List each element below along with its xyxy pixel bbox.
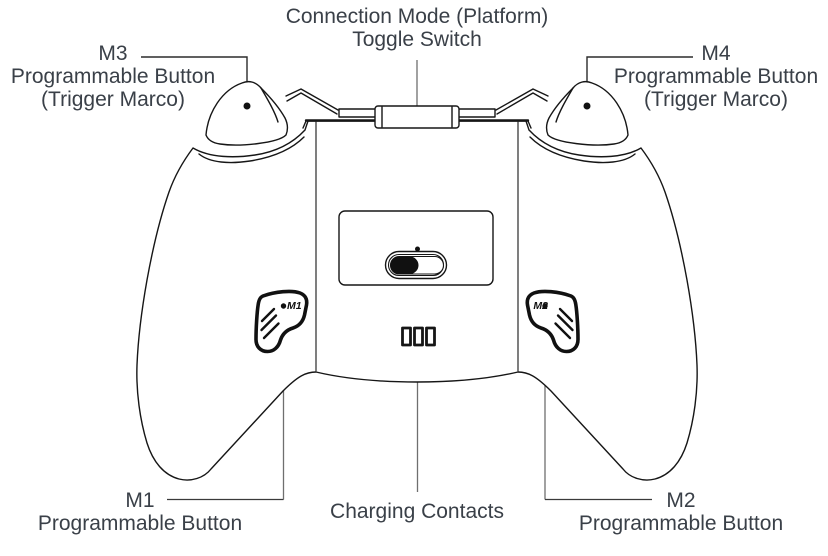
m3-trigger-button — [205, 80, 339, 146]
m4-trigger-button — [495, 80, 629, 146]
m1-paddle-button: M1 — [254, 289, 309, 354]
connection-bridge — [374, 105, 460, 129]
toggle-knob — [390, 256, 419, 274]
label-m1-line2: Programmable Button — [37, 512, 243, 535]
label-m2-line1: M2 — [666, 489, 696, 512]
label-m3-line2: Programmable Button — [10, 65, 216, 88]
label-charging-contacts-line1: Charging Contacts — [330, 500, 504, 523]
leader-dot-toggle — [415, 246, 420, 252]
label-m4-line1: M4 — [701, 42, 731, 65]
leader-dot-m2 — [542, 303, 548, 309]
label-m4: M4 Programmable Button (Trigger Marco) — [614, 42, 818, 111]
leader-dots — [243, 102, 591, 309]
label-m3: M3 Programmable Button (Trigger Marco) — [11, 42, 215, 111]
label-m2: M2 Programmable Button — [579, 489, 783, 535]
label-toggle-switch-line1: Connection Mode (Platform) — [285, 5, 549, 28]
collar-ledge-left — [198, 136, 305, 164]
label-m1-line1: M1 — [125, 489, 155, 512]
collar-ledge-right — [529, 136, 636, 164]
label-m3-line3: (Trigger Marco) — [41, 88, 185, 111]
top-strip-left — [338, 108, 376, 118]
label-charging-contacts: Charging Contacts — [330, 500, 504, 523]
m4-wing-lines — [495, 88, 549, 115]
label-m4-line3: (Trigger Marco) — [644, 88, 788, 111]
m2-paddle-mark: M2 — [533, 300, 548, 312]
controller-body — [136, 80, 698, 481]
label-toggle-switch: Connection Mode (Platform) Toggle Switch — [286, 5, 549, 51]
leader-dot-m1 — [280, 303, 287, 309]
m1-paddle-grip-lines — [260, 307, 280, 340]
m2-paddle-button: M2 — [525, 289, 580, 354]
connection-toggle-switch — [384, 250, 448, 280]
leader-dot-m4 — [583, 102, 591, 110]
label-toggle-switch-line2: Toggle Switch — [352, 28, 482, 51]
m1-paddle-mark: M1 — [287, 300, 302, 312]
label-m4-line2: Programmable Button — [613, 65, 819, 88]
top-edge-hooks — [302, 120, 532, 129]
label-m3-line1: M3 — [98, 42, 128, 65]
m3-wing-lines — [285, 88, 339, 115]
m2-paddle-grip-lines — [554, 307, 574, 340]
m4-trigger-fold — [555, 87, 574, 123]
m3-trigger-fold — [260, 87, 279, 123]
label-m2-line2: Programmable Button — [578, 512, 784, 535]
charging-contacts — [401, 326, 436, 347]
label-m1: M1 Programmable Button — [38, 489, 242, 535]
body-outline — [136, 120, 698, 481]
leader-dot-m3 — [243, 102, 251, 110]
top-strip-right — [458, 108, 496, 118]
